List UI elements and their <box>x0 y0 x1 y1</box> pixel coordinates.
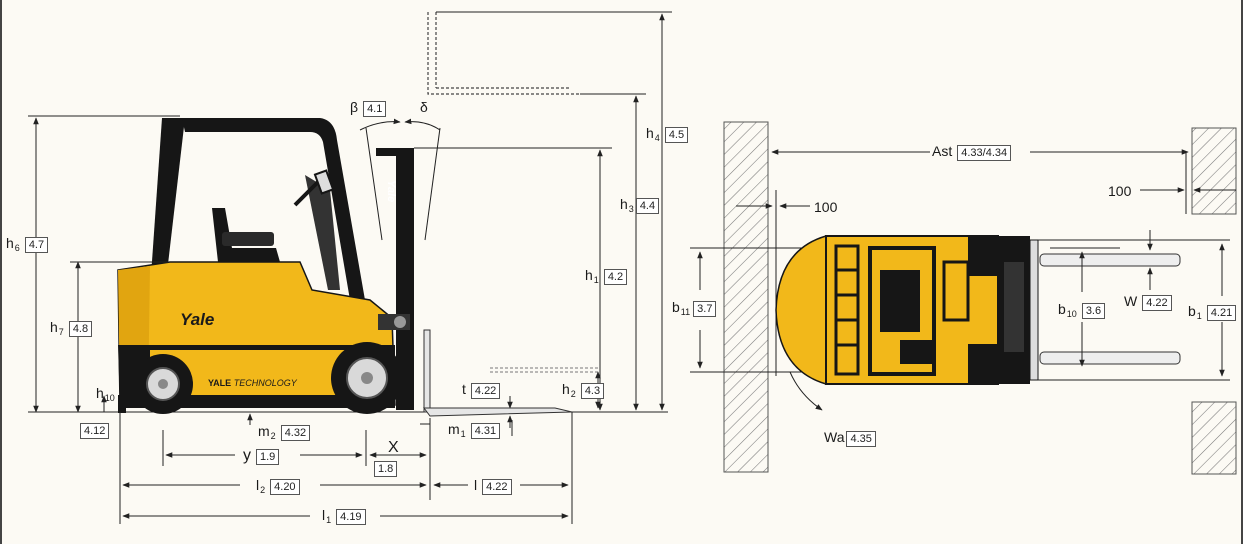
label-100-right: 100 <box>1108 183 1132 199</box>
top-view <box>690 121 1237 475</box>
label-100-left: 100 <box>814 199 838 215</box>
label-x: X <box>388 439 399 456</box>
operator-seat-top <box>880 270 920 332</box>
mast <box>396 148 414 410</box>
label-h10: h10 <box>96 385 115 404</box>
yale-body-logo: Yale <box>180 310 215 329</box>
fork-right-top <box>1039 351 1181 365</box>
front-wheel <box>331 342 403 414</box>
overhead-guard-rear-post <box>150 118 185 290</box>
yale-technology-logo: YALE TECHNOLOGY <box>208 378 297 388</box>
operator-seat <box>212 208 280 262</box>
fork-left-top <box>1039 253 1181 267</box>
fork-blade <box>423 407 573 417</box>
label-delta: δ <box>420 99 428 115</box>
left-aisle-wall <box>723 121 769 473</box>
raised-carriage-outline <box>427 12 580 95</box>
fork-shank <box>423 329 431 413</box>
right-aisle-wall-lower <box>1191 401 1237 475</box>
counterweight <box>775 234 827 386</box>
label-4-12: 4.12 <box>80 422 110 439</box>
right-aisle-wall-upper <box>1191 127 1237 215</box>
label-x-ref: 1.8 <box>374 460 398 477</box>
side-view <box>28 11 672 524</box>
rear-wheel <box>133 354 193 414</box>
yale-mast-logo: Yale <box>385 180 397 203</box>
steering-wheel-top <box>942 260 970 322</box>
